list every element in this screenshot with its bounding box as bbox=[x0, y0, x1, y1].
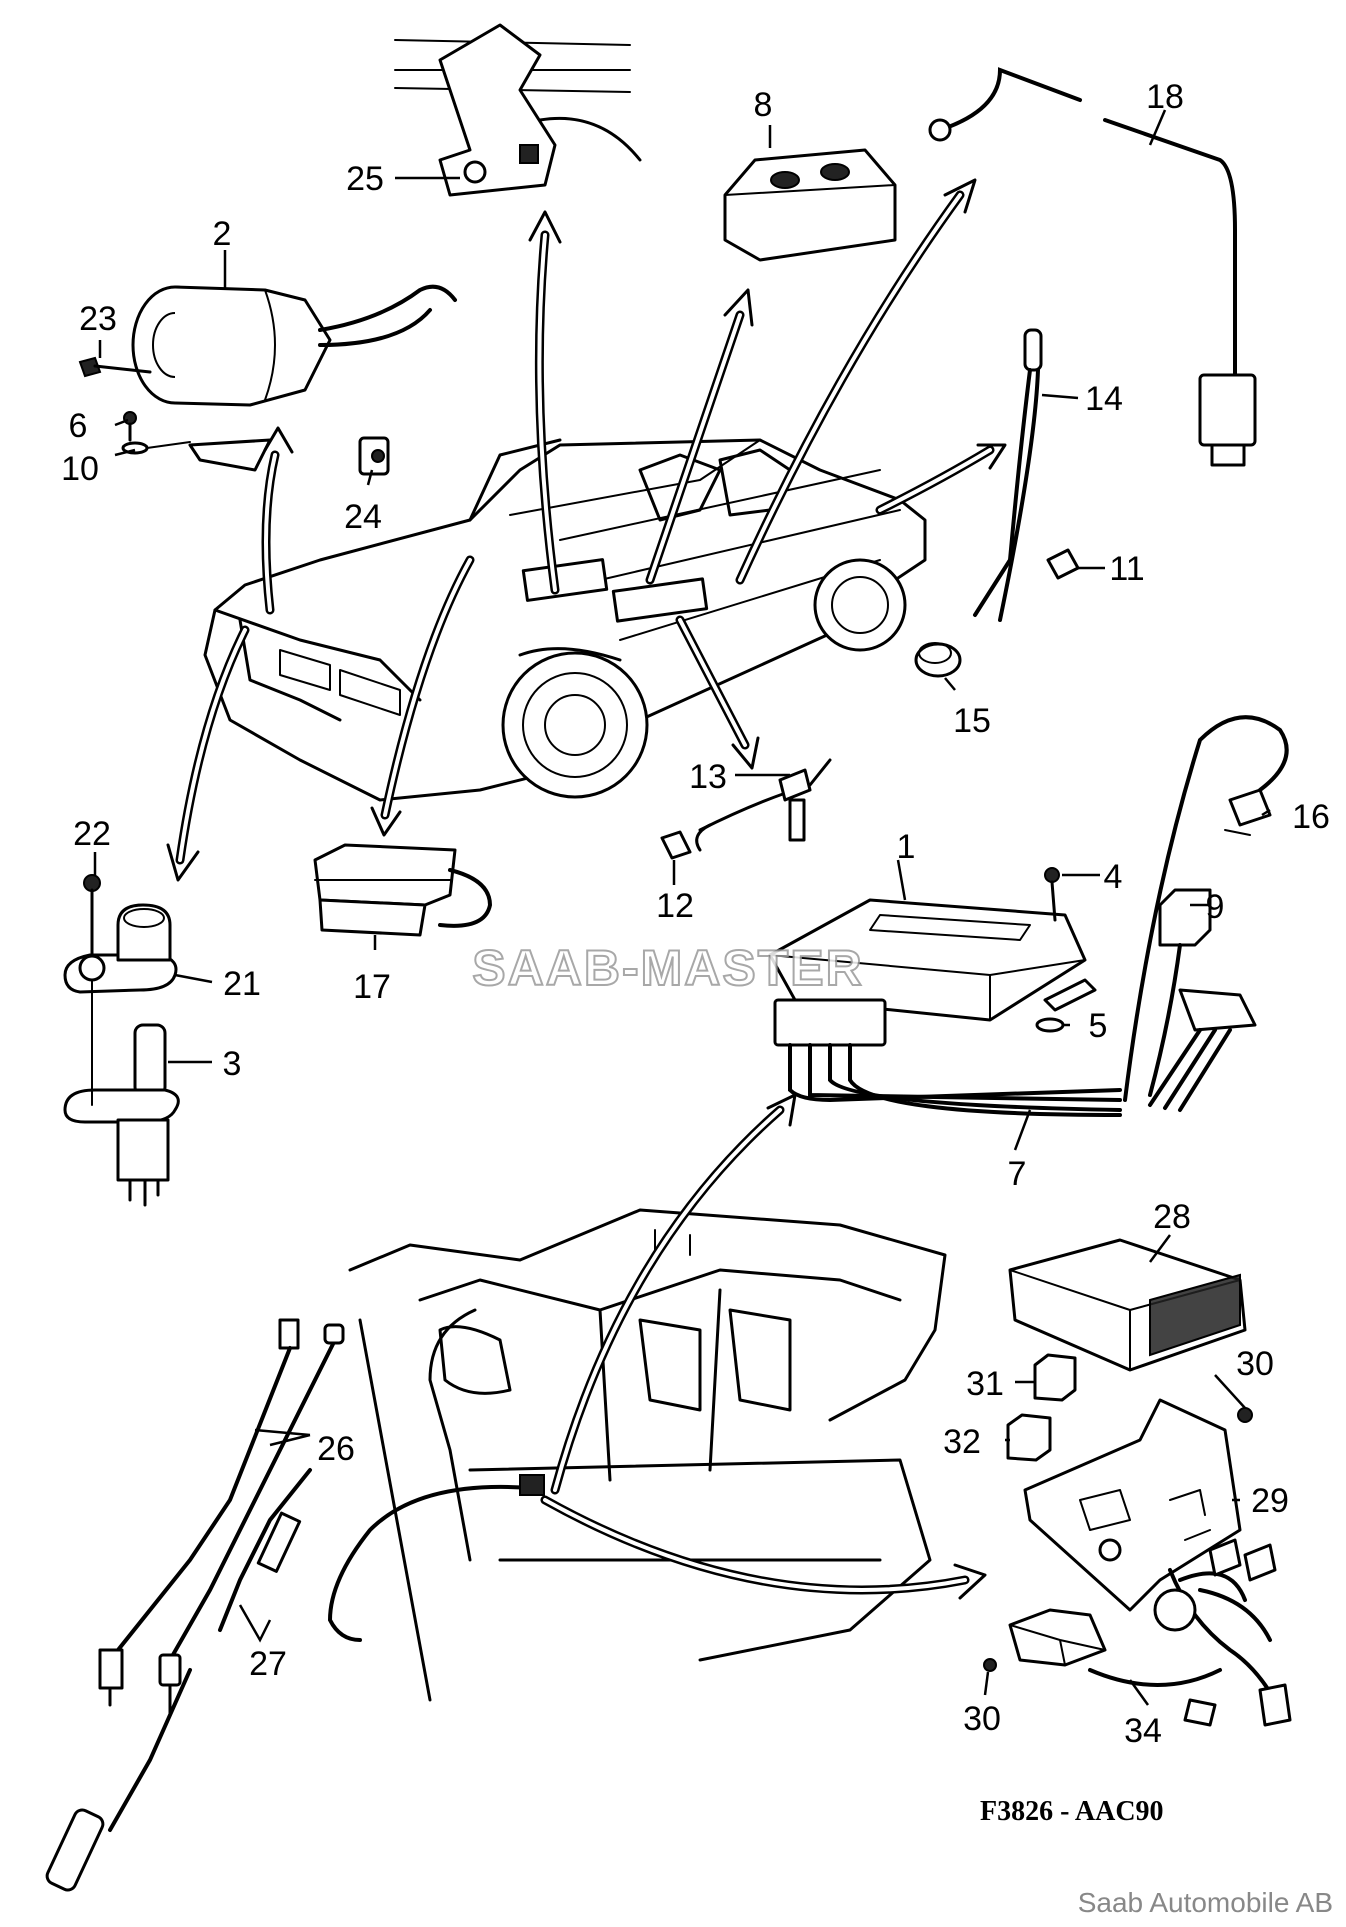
wiring-harness-part-34 bbox=[1088, 1538, 1292, 1727]
sensor-part-14 bbox=[973, 328, 1043, 622]
cable-part-27 bbox=[45, 1468, 545, 1892]
bracket-part-21 bbox=[63, 903, 178, 994]
callout-3: 3 bbox=[223, 1045, 242, 1083]
nut-part-24 bbox=[358, 436, 390, 476]
copyright-text: Saab Automobile AB bbox=[1078, 1887, 1333, 1918]
callout-28: 28 bbox=[1153, 1198, 1191, 1236]
callout-34: 34 bbox=[1124, 1712, 1162, 1750]
siren-horn bbox=[131, 284, 457, 472]
callout-14: 14 bbox=[1085, 380, 1123, 418]
callout-21: 21 bbox=[223, 965, 261, 1003]
hood-switch-part-13 bbox=[695, 758, 832, 852]
callout-18: 18 bbox=[1146, 78, 1184, 116]
callout-1: 1 bbox=[897, 828, 916, 866]
callout-29: 29 bbox=[1251, 1482, 1289, 1520]
connector-plug-harness bbox=[1148, 988, 1257, 1112]
callout-2: 2 bbox=[213, 215, 232, 253]
callout-32: 32 bbox=[943, 1423, 981, 1461]
sensor-cable-part-18 bbox=[928, 67, 1257, 467]
callout-31: 31 bbox=[966, 1365, 1004, 1403]
callout-24: 24 bbox=[344, 498, 382, 536]
vehicle-interior-illustration bbox=[348, 1208, 947, 1702]
clip-part-11 bbox=[1046, 548, 1080, 580]
callout-23: 23 bbox=[79, 300, 117, 338]
cable-part-26 bbox=[98, 1318, 345, 1717]
callout-30-lower: 30 bbox=[963, 1700, 1001, 1738]
callout-17: 17 bbox=[353, 968, 391, 1006]
callout-12: 12 bbox=[656, 887, 694, 925]
clip-part-12 bbox=[660, 830, 692, 860]
screw-part-30-upper bbox=[1237, 1407, 1253, 1423]
watermark: SAAB-MASTER bbox=[472, 940, 863, 996]
callout-7: 7 bbox=[1008, 1155, 1027, 1193]
relay-block-lower bbox=[1008, 1608, 1107, 1667]
control-module-part-1 bbox=[768, 898, 1097, 1022]
callout-15: 15 bbox=[953, 702, 991, 740]
callout-9: 9 bbox=[1206, 888, 1225, 926]
callout-16: 16 bbox=[1292, 798, 1330, 836]
callout-leader-lines bbox=[93, 109, 1271, 1706]
callout-25: 25 bbox=[346, 160, 384, 198]
callout-10: 10 bbox=[61, 450, 99, 488]
callout-27: 27 bbox=[249, 1645, 287, 1683]
mounting-bracket-part-25 bbox=[394, 23, 642, 197]
callout-8: 8 bbox=[754, 86, 773, 124]
screw-part-6 bbox=[123, 411, 137, 442]
switch-part-3 bbox=[63, 979, 180, 1207]
reference-code: F3826 - AAC90 bbox=[980, 1796, 1164, 1827]
control-unit-part-28 bbox=[1008, 1238, 1247, 1372]
location-arrows bbox=[166, 178, 1007, 1600]
callout-5: 5 bbox=[1089, 1007, 1108, 1045]
callout-4: 4 bbox=[1104, 858, 1123, 896]
screw-part-30-lower bbox=[983, 1658, 997, 1672]
wiring-harness-part-7 bbox=[773, 715, 1289, 1117]
grommet-part-15 bbox=[914, 642, 962, 678]
relay-part-31 bbox=[1033, 1353, 1077, 1402]
switch-part-8 bbox=[723, 148, 897, 262]
callout-22: 22 bbox=[73, 815, 111, 853]
callout-13: 13 bbox=[689, 758, 727, 796]
callout-6: 6 bbox=[69, 407, 88, 445]
washer-part-5 bbox=[1035, 1017, 1065, 1033]
relay-part-32 bbox=[1006, 1413, 1052, 1462]
screw-part-23 bbox=[78, 356, 152, 378]
relay-part-17 bbox=[313, 843, 493, 937]
callout-numbers: 1 2 3 4 5 6 7 8 9 10 11 12 13 14 15 16 1… bbox=[61, 78, 1330, 1750]
convertible-car-illustration bbox=[203, 438, 927, 802]
callout-11: 11 bbox=[1109, 550, 1144, 588]
callout-30-upper: 30 bbox=[1236, 1345, 1274, 1383]
callout-26: 26 bbox=[317, 1430, 355, 1468]
screw-part-22 bbox=[83, 874, 101, 957]
mounting-plate-part-29 bbox=[1023, 1398, 1242, 1612]
connector-part-16 bbox=[1224, 788, 1272, 836]
screw-part-4 bbox=[1044, 867, 1060, 922]
